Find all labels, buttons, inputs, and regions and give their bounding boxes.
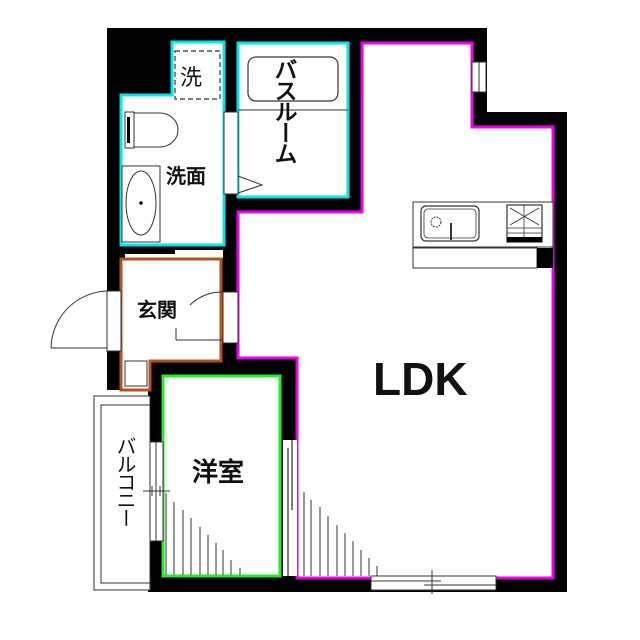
entrance-label: 玄関 (137, 298, 177, 322)
ldk-door-frame (222, 291, 239, 344)
front-door-frame (106, 290, 122, 352)
ldk-window-bottom (370, 575, 497, 591)
kitchen-lower-counter (412, 247, 538, 269)
bathroom-door (223, 111, 239, 195)
bathroom-label: バスルーム (270, 58, 296, 163)
closet-hatching (165, 493, 241, 575)
ldk-door-swing (189, 291, 224, 306)
entrance-floor (119, 257, 223, 392)
laundry-space (174, 50, 221, 100)
balcony-label: バルコニー (113, 436, 137, 526)
ldk-floor (236, 41, 555, 580)
western-room-label: 洋室 (192, 458, 245, 488)
laundry-label: 洗 (180, 66, 203, 91)
ldk-storage-hatching (303, 492, 378, 576)
toilet-bowl (133, 112, 179, 148)
washroom-label: 洗面 (166, 164, 206, 188)
ldk-label: LDK (373, 353, 468, 405)
front-door-swing (50, 290, 108, 349)
bathtub (247, 56, 339, 102)
shoe-cabinet (124, 360, 148, 387)
